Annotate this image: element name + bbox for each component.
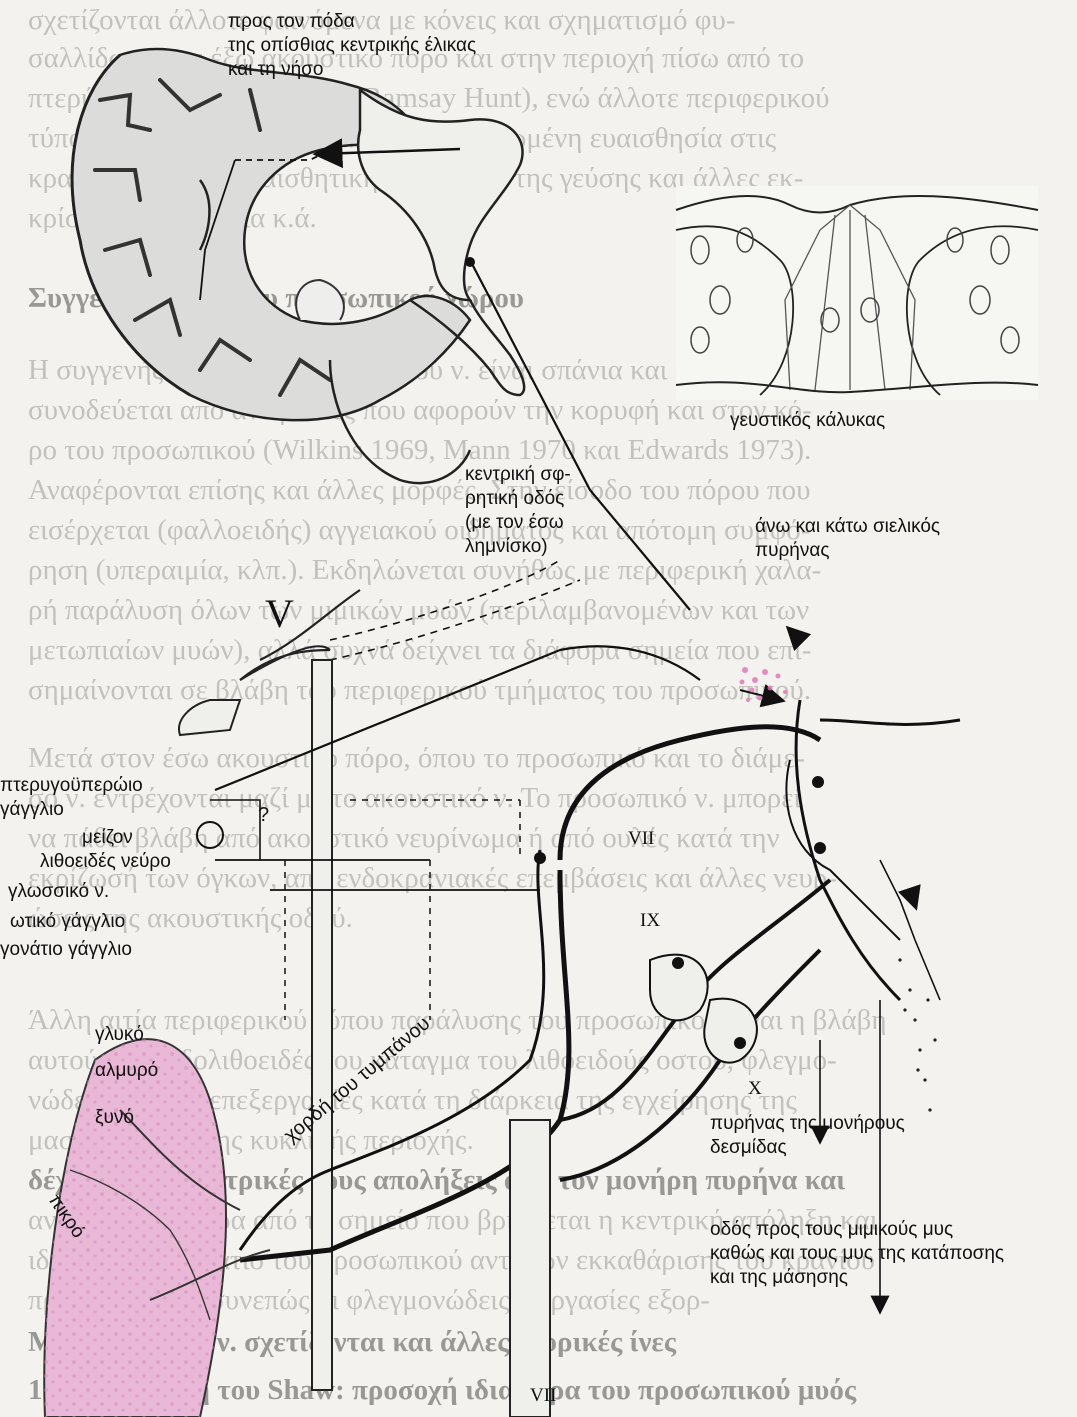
label-pterygopalatine-1: πτερυγοϋπερώιο	[0, 774, 143, 797]
label-central-tract-2: ρητική οδός	[465, 487, 564, 510]
label-lingual-nerve: γλωσσικό ν.	[8, 880, 109, 903]
label-taste-bud: γευστικός κάλυκας	[730, 409, 885, 432]
label-to-foot-1: προς τον πόδα	[228, 10, 355, 33]
thalamus	[358, 90, 522, 300]
label-otic-ganglion: ωτικό γάγγλιο	[10, 910, 125, 933]
label-salty: αλμυρό	[95, 1059, 158, 1082]
label-central-tract-3: (με τον έσω	[465, 511, 564, 534]
label-to-foot-2: της οπίσθιας κεντρικής έλικας	[228, 34, 476, 57]
label-question-mark: ?	[258, 804, 269, 827]
label-central-tract-4: λημνίσκο)	[465, 535, 548, 558]
label-muscles-path-2: καθώς και τους μυς της κατάποσης	[710, 1242, 1004, 1265]
label-geniculate-ganglion: γονάτιο γάγγλιο	[0, 938, 132, 961]
label-sweet: γλυκό	[95, 1023, 144, 1046]
label-pterygopalatine-2: γάγγλιο	[0, 798, 64, 821]
taste-bud-illustration	[676, 186, 1038, 400]
label-central-tract-1: κεντρική σφ-	[465, 463, 571, 486]
label-to-foot-3: και τη νήσο	[228, 58, 323, 81]
stippled-tract	[898, 958, 936, 1111]
nerve-X: X	[748, 1078, 762, 1100]
label-salivatory-1: άνω και κάτω σιελικός	[755, 515, 940, 538]
label-solitary-nucleus-1: πυρήνας της μονήρους	[710, 1112, 905, 1135]
label-muscles-path-1: οδός προς τους μιμικούς μυς	[710, 1218, 953, 1241]
label-solitary-nucleus-2: δεσμίδας	[710, 1136, 787, 1159]
nerve-IX: IX	[640, 910, 660, 932]
label-greater-petrosal-1: μείζον	[82, 826, 133, 849]
label-muscles-path-3: και της μάσησης	[710, 1266, 848, 1289]
label-sour: ξυνό	[95, 1106, 134, 1129]
cortex-section	[72, 49, 470, 420]
nerve-VII-bottom: VII	[530, 1385, 556, 1407]
label-salivatory-2: πυρήνας	[755, 539, 830, 562]
nerve-V: V	[265, 590, 294, 637]
label-greater-petrosal-2: λιθοειδές νεύρο	[40, 850, 171, 873]
nerve-VII: VII	[628, 828, 654, 850]
